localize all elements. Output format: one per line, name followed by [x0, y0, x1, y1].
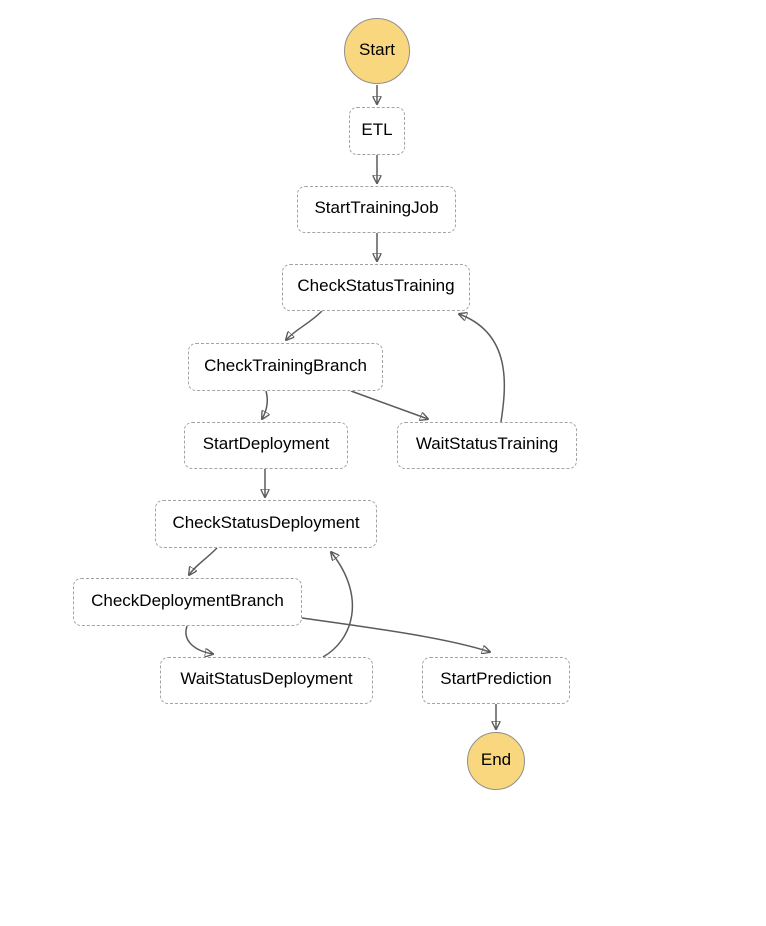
state-node-starttrainingjob[interactable]: StartTrainingJob [297, 186, 456, 233]
start-node: Start [344, 18, 410, 84]
edge-checktrainingbranch-to-startdeployment [262, 390, 267, 419]
edge-waitstatustraining-to-checkstatustraining [459, 314, 506, 423]
state-node-checktrainingbranch[interactable]: CheckTrainingBranch [188, 343, 383, 391]
edge-checkstatustraining-to-checktrainingbranch [286, 310, 323, 340]
state-node-checkstatustraining[interactable]: CheckStatusTraining [282, 264, 470, 311]
state-node-checkdeploymentbranch[interactable]: CheckDeploymentBranch [73, 578, 302, 626]
state-node-waitstatustraining[interactable]: WaitStatusTraining [397, 422, 577, 469]
state-node-waitstatusdeployment[interactable]: WaitStatusDeployment [160, 657, 373, 704]
edge-checkdeploymentbranch-to-waitstatusdeployment [185, 625, 213, 654]
state-node-startprediction[interactable]: StartPrediction [422, 657, 570, 704]
edge-checkstatusdeployment-to-checkdeploymentbranch [189, 547, 218, 575]
edge-waitstatusdeployment-to-checkstatusdeployment [322, 552, 354, 658]
state-node-checkstatusdeployment[interactable]: CheckStatusDeployment [155, 500, 377, 548]
edge-checkdeploymentbranch-to-startprediction [301, 617, 490, 652]
state-node-startdeployment[interactable]: StartDeployment [184, 422, 348, 469]
end-node: End [467, 732, 525, 790]
state-node-etl[interactable]: ETL [349, 107, 405, 155]
edge-checktrainingbranch-to-waitstatustraining [350, 390, 428, 419]
